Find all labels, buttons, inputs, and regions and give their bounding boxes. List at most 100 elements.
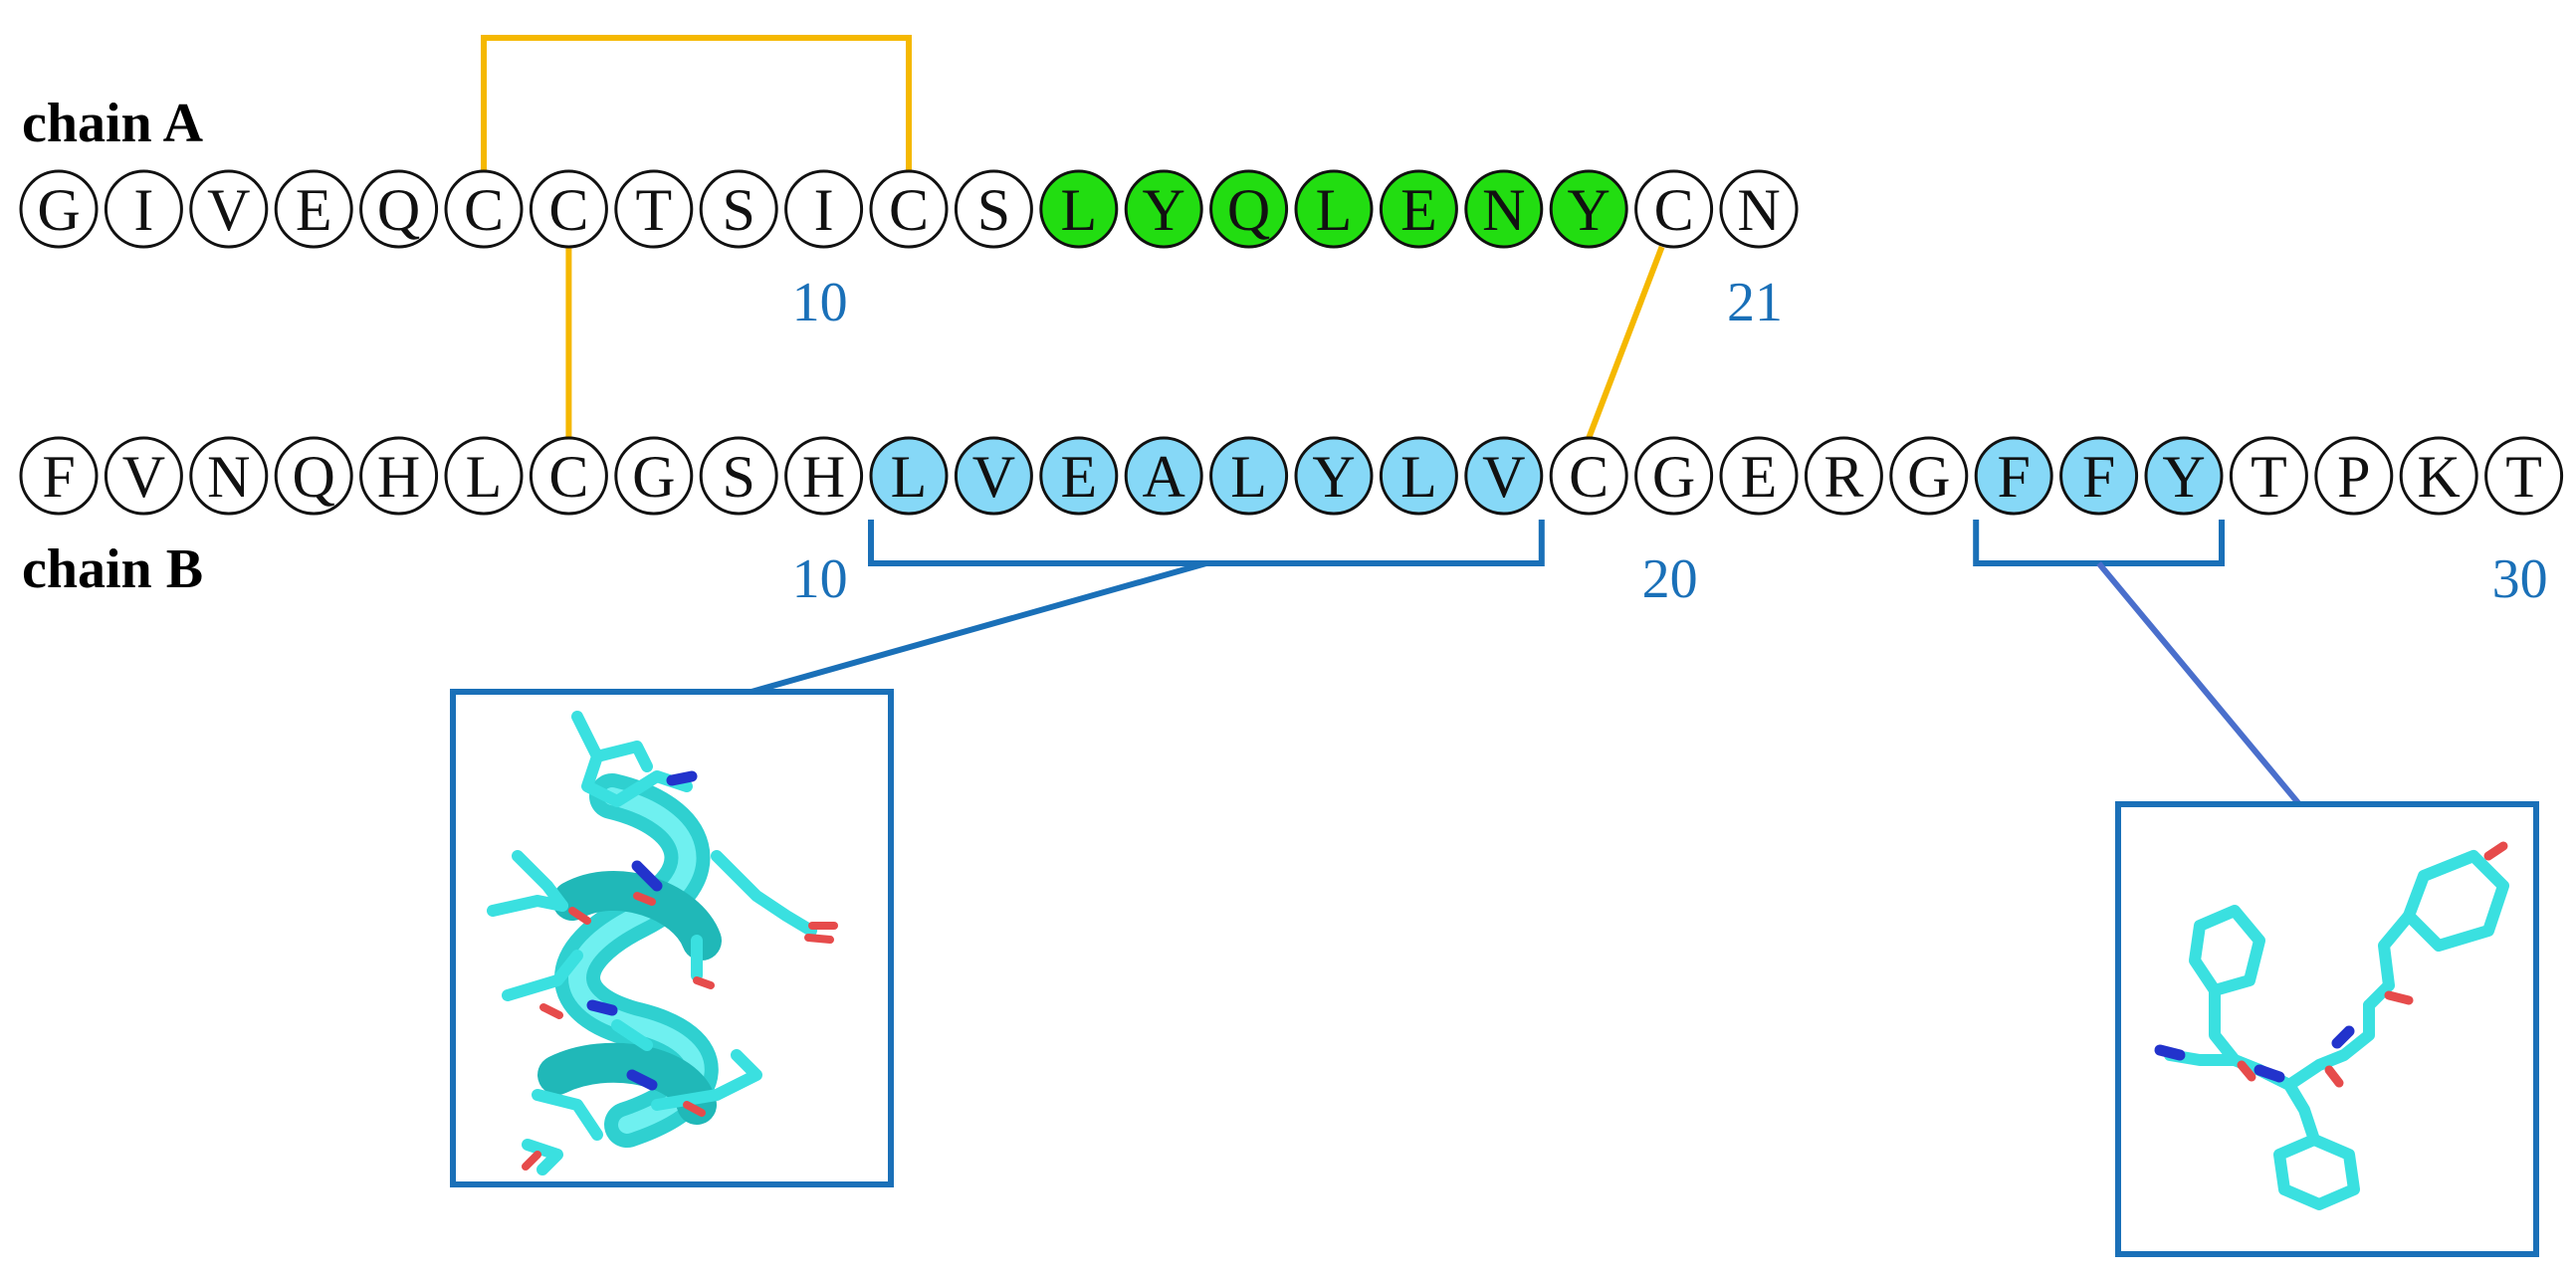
disulfide-bonds (481, 35, 1665, 440)
residue-letter: Y (1143, 177, 1185, 243)
residue-circle (2144, 436, 2224, 516)
residue-b-17: L (1379, 436, 1458, 516)
residue-letter: V (207, 177, 250, 243)
residue-letter: H (377, 444, 420, 510)
residue-b-14: A (1124, 436, 1203, 516)
residue-circle (1209, 169, 1289, 249)
residue-letter: C (1569, 444, 1609, 510)
residue-b-5: H (359, 436, 439, 516)
residue-circle (869, 436, 949, 516)
residue-circle (1379, 169, 1458, 249)
residue-letter: C (548, 177, 588, 243)
residue-circle (1719, 169, 1799, 249)
residue-letter: F (1998, 444, 2031, 510)
residue-letter: R (1824, 444, 1863, 510)
residue-b-12: V (954, 436, 1033, 516)
residue-circle (2229, 436, 2308, 516)
residue-letter: N (1737, 177, 1780, 243)
residue-letter: T (2251, 444, 2287, 510)
residue-b-3: N (189, 436, 269, 516)
residue-circle (954, 436, 1033, 516)
residue-letter: E (1060, 444, 1097, 510)
segment-brackets (751, 520, 2302, 806)
residue-circle (529, 169, 608, 249)
residue-a-21: N (1719, 169, 1799, 249)
residue-circle (1039, 169, 1119, 249)
residue-a-5: Q (359, 169, 439, 249)
residue-circle (784, 169, 864, 249)
residue-b-28: P (2314, 436, 2394, 516)
residue-b-19: C (1549, 436, 1628, 516)
residue-b-25: F (2059, 436, 2139, 516)
residue-letter: S (723, 177, 755, 243)
residue-b-23: G (1889, 436, 1969, 516)
residue-letter: H (802, 444, 845, 510)
helix-inset (450, 689, 894, 1187)
residue-a-20: C (1634, 169, 1714, 249)
residue-letter: C (464, 177, 504, 243)
residue-a-12: S (954, 169, 1033, 249)
residue-circle (869, 169, 949, 249)
residue-circle (359, 436, 439, 516)
residue-circle (1039, 436, 1119, 516)
residue-letter: Y (1312, 444, 1355, 510)
residue-letter: F (2082, 444, 2115, 510)
residue-letter: E (296, 177, 332, 243)
residue-a-8: T (614, 169, 694, 249)
disulfide-bond-3 (1586, 245, 1665, 440)
residue-letter: C (548, 444, 588, 510)
segment-bracket-2 (1973, 520, 2225, 566)
residue-a-13: L (1039, 169, 1119, 249)
residue-a-7: C (529, 169, 608, 249)
residue-letter: G (1907, 444, 1950, 510)
residue-circle (1549, 436, 1628, 516)
residue-letter: E (1400, 177, 1437, 243)
residue-b-26: Y (2144, 436, 2224, 516)
residue-a-3: V (189, 169, 269, 249)
residue-letter: Y (1568, 177, 1610, 243)
residue-letter: N (207, 444, 250, 510)
residue-circle (1294, 169, 1374, 249)
helix-stick-icon (487, 711, 838, 1175)
residue-b-2: V (104, 436, 183, 516)
residue-a-17: E (1379, 169, 1458, 249)
residue-b-20: G (1634, 436, 1714, 516)
residue-circle (2484, 436, 2564, 516)
residue-circle (1719, 436, 1799, 516)
residue-b-21: E (1719, 436, 1799, 516)
tripeptide-inset-frame (2115, 801, 2539, 1257)
residue-b-1: F (19, 436, 99, 516)
residue-letter: V (1482, 444, 1525, 510)
residue-letter: I (133, 177, 153, 243)
residue-b-16: Y (1294, 436, 1374, 516)
residue-letter: G (1652, 444, 1695, 510)
residue-b-30: T (2484, 436, 2564, 516)
residue-a-16: L (1294, 169, 1374, 249)
tripeptide-stick-icon (2154, 841, 2509, 1210)
segment-bracket-1 (868, 520, 1545, 566)
residue-b-7: C (529, 436, 608, 516)
residue-circle (1804, 436, 1883, 516)
residue-letter: I (814, 177, 834, 243)
residue-a-14: Y (1124, 169, 1203, 249)
residue-b-27: T (2229, 436, 2308, 516)
residue-letter: A (1143, 444, 1185, 510)
residue-circle (444, 169, 524, 249)
residue-circle (1124, 169, 1203, 249)
residue-letter: L (1230, 444, 1267, 510)
residue-circle (274, 169, 353, 249)
residue-b-11: L (869, 436, 949, 516)
residue-circle (1974, 436, 2053, 516)
residue-number: 10 (792, 548, 848, 610)
inset-connector-2 (2096, 561, 2302, 806)
residue-letter: P (2337, 444, 2370, 510)
residue-letter: T (635, 177, 672, 243)
residue-number: 10 (792, 272, 848, 333)
residue-circle (189, 169, 269, 249)
residue-a-6: C (444, 169, 524, 249)
residue-b-10: H (784, 436, 864, 516)
residue-letter: L (1060, 177, 1097, 243)
